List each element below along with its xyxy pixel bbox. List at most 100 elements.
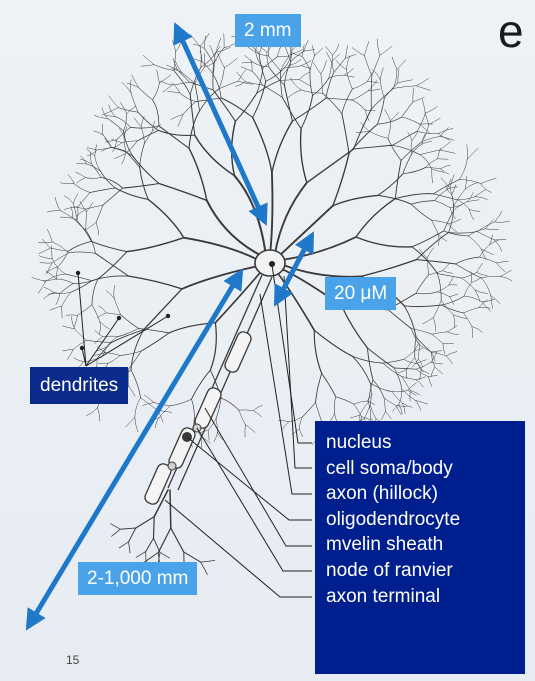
dendrite-branch (213, 432, 218, 442)
dendrite-branch (419, 149, 441, 155)
dendrite-branch (130, 92, 139, 113)
dendrite-branch (381, 411, 386, 420)
dendrite-branch (415, 85, 431, 91)
dendrite-branch (86, 163, 101, 172)
leader-dot (165, 313, 171, 319)
legend-cell-soma: cell soma/body (326, 457, 453, 479)
terminal-branch (170, 527, 185, 553)
dendrite-branch (383, 397, 386, 412)
dendrite-branch (152, 99, 160, 127)
dendrite-branch (76, 219, 92, 242)
dendrite-branch (68, 251, 96, 254)
dendrite-branch (415, 259, 456, 265)
dendrite-branch (283, 84, 293, 122)
dendrite-branch (440, 295, 465, 306)
dendrite-branch (448, 223, 457, 233)
dendrite-branch (142, 55, 155, 65)
dendrite-branch (313, 329, 353, 357)
terminal-branch (200, 561, 208, 575)
dendrite-branch (301, 56, 311, 71)
dendrite-branch (474, 196, 488, 201)
dendrite-branch (303, 49, 315, 52)
dendrite-branch (449, 293, 459, 297)
dendrite-branch (52, 241, 70, 254)
dendrite-branch (431, 350, 442, 353)
dendrite-branch (290, 77, 302, 91)
dendrite-branch (468, 228, 486, 237)
dendrite-branch (369, 131, 389, 139)
dendrite-branch (169, 398, 192, 407)
dendrite-branch (481, 248, 494, 255)
dendrite-branch (140, 64, 155, 67)
dendrite-branch (102, 123, 104, 136)
dendrite-branch (455, 263, 482, 279)
dendrite-branch (90, 240, 128, 253)
dendrite-branch (351, 355, 384, 364)
dendrite-branch (431, 333, 444, 344)
dendrite-branch (299, 128, 308, 184)
dendrite-branch (322, 92, 343, 115)
dendrite-branch (179, 92, 197, 102)
dendrite-branch (439, 141, 452, 151)
dendrite-branch (442, 343, 446, 355)
dendrite-branch (203, 35, 206, 49)
dendrite-branch (113, 285, 116, 299)
dendrite-branch (403, 350, 415, 360)
dendrite-branch (348, 123, 378, 154)
dendrite-branch (364, 404, 371, 419)
dendrite-branch (440, 168, 449, 175)
dendrite-branch (466, 148, 479, 160)
dendrite-branch (220, 397, 240, 411)
dendrite-branch (367, 81, 379, 84)
dendrite-branch (215, 418, 218, 433)
structure-legend: nucleus cell soma/body axon (hillock) ol… (315, 421, 525, 674)
dendrite-branch (397, 79, 413, 84)
dendrite-branch (139, 143, 145, 168)
dendrite-branch (440, 177, 451, 188)
dendrite-branch (101, 114, 116, 117)
dendrite-branch (364, 41, 370, 56)
dendrite-branch (453, 314, 468, 319)
dendrite-branch (430, 351, 447, 357)
dendrite-branch (140, 332, 170, 352)
cell-soma (254, 249, 286, 277)
dendrite-branch (326, 51, 332, 62)
dendrite-branch (335, 60, 347, 70)
dendrite-branch (391, 404, 400, 412)
dendrite-branch (403, 359, 418, 364)
dendrite-branch (43, 286, 55, 293)
dendrite-branch (430, 361, 443, 365)
dendrite-branch (273, 181, 308, 255)
dendrite-branch (46, 210, 61, 213)
dendrite-branch (474, 289, 488, 294)
dendrite-branch (114, 187, 149, 200)
dendrite-branch (120, 314, 140, 329)
dendrite-branch (291, 97, 327, 122)
dendrite-branch (309, 70, 313, 96)
dendrite-branch (414, 399, 428, 405)
dendrite-branch (280, 70, 283, 98)
leader-dot (79, 345, 85, 351)
dendrite-branch (73, 357, 84, 362)
terminal-branch (152, 515, 155, 539)
dendrite-branch (353, 108, 372, 150)
dendrite-branch (340, 305, 369, 349)
dendrite-branch (70, 206, 74, 219)
dendrite-branch (275, 270, 316, 332)
dendrite-branch (415, 376, 426, 381)
measurement-arrow (273, 231, 315, 307)
dendrite-branch (112, 142, 123, 149)
dendrite-branch (253, 405, 263, 411)
dendrite-branch (392, 130, 418, 146)
dendrite-branch (380, 67, 384, 81)
dendrite-branch (98, 305, 107, 314)
dendrite-branch (411, 143, 423, 155)
dendrite-branch (158, 125, 190, 149)
dendrite-branch (403, 305, 417, 338)
dendrite-branch (360, 258, 418, 278)
dendrite-branch (320, 73, 323, 94)
dendrite-branch (224, 57, 238, 68)
dendrite-branch (418, 248, 428, 259)
dendrite-branch (158, 182, 208, 202)
dendrite-branch (440, 164, 451, 170)
